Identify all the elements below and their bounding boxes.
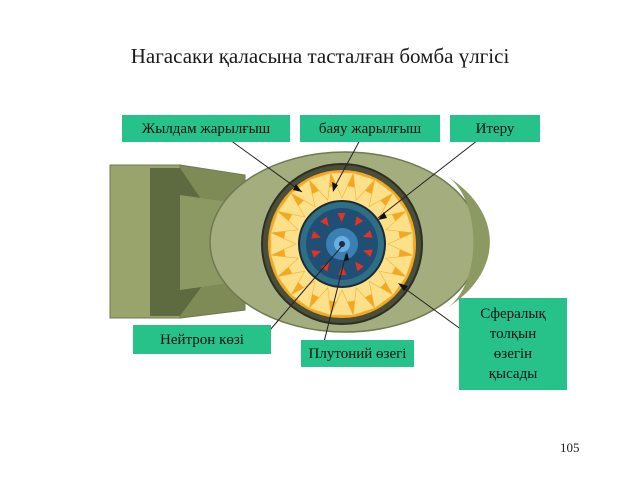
- explosive-lens: [277, 270, 306, 296]
- explosive-lens: [270, 210, 299, 234]
- compression-arrow: [311, 250, 322, 258]
- explosive-lens: [270, 254, 299, 278]
- explosive-lens: [290, 280, 316, 309]
- compression-arrow: [362, 230, 373, 238]
- explosive-lens: [378, 270, 407, 296]
- compression-arrow: [363, 249, 373, 257]
- compression-arrow: [320, 216, 329, 227]
- leader-fast: [229, 139, 303, 193]
- label-plutonium-core: Плутоний өзегі: [301, 340, 414, 367]
- compression-arrow: [354, 216, 364, 227]
- label-spherical-wave-line-1: Сфералық: [480, 306, 546, 322]
- explosive-lens: [352, 287, 376, 316]
- label-pusher: Итеру: [450, 115, 540, 142]
- label-fast-explosive: Жылдам жарылғыш: [122, 115, 290, 142]
- compression-arrow: [355, 261, 364, 272]
- neutron-source-dot: [339, 241, 345, 247]
- compression-arrow: [338, 265, 347, 276]
- leader-neutron: [269, 245, 343, 331]
- bomb-nose-shade: [445, 175, 490, 309]
- label-slow-explosive: баяу жарылғыш: [300, 115, 440, 142]
- leader-core: [323, 253, 347, 343]
- label-spherical-wave-line-3: өзегін: [493, 346, 533, 362]
- explosive-lens: [330, 289, 354, 316]
- page-title: Нагасаки қаласына тасталған бомба үлгісі: [130, 44, 510, 68]
- explosive-lens: [290, 179, 316, 208]
- leader-core-head: [344, 252, 349, 261]
- leader-wave-head: [398, 283, 408, 291]
- explosive-lenses: [270, 172, 414, 316]
- leader-wave: [399, 284, 463, 331]
- label-spherical-wave: Сфералық толқын өзегін қысады: [459, 298, 567, 390]
- label-spherical-wave-line-4: қысады: [488, 366, 538, 382]
- leader-fast-head: [293, 184, 302, 192]
- explosive-lens: [385, 210, 414, 234]
- explosive-lens: [277, 192, 306, 218]
- compression-arrow: [311, 231, 321, 239]
- leader-pusher-head: [378, 212, 387, 220]
- explosive-lens: [352, 172, 376, 201]
- explosive-lens: [308, 172, 332, 201]
- explosive-lens: [368, 280, 394, 309]
- label-spherical-wave-line-2: толқын: [489, 326, 537, 342]
- explosive-lens: [387, 232, 414, 256]
- leader-pusher: [377, 139, 479, 219]
- leader-slow-head: [332, 182, 338, 192]
- explosive-lens: [378, 192, 407, 218]
- compression-arrow: [320, 261, 330, 272]
- compression-arrows: [311, 212, 373, 276]
- explosive-lens: [385, 254, 414, 278]
- explosive-lens: [308, 287, 332, 316]
- leader-slow: [332, 139, 361, 191]
- explosive-lens: [270, 232, 297, 256]
- compression-arrow: [337, 212, 346, 223]
- page-number: 105: [560, 440, 580, 455]
- label-neutron-source: Нейтрон көзі: [133, 325, 271, 354]
- explosive-lens: [368, 179, 394, 208]
